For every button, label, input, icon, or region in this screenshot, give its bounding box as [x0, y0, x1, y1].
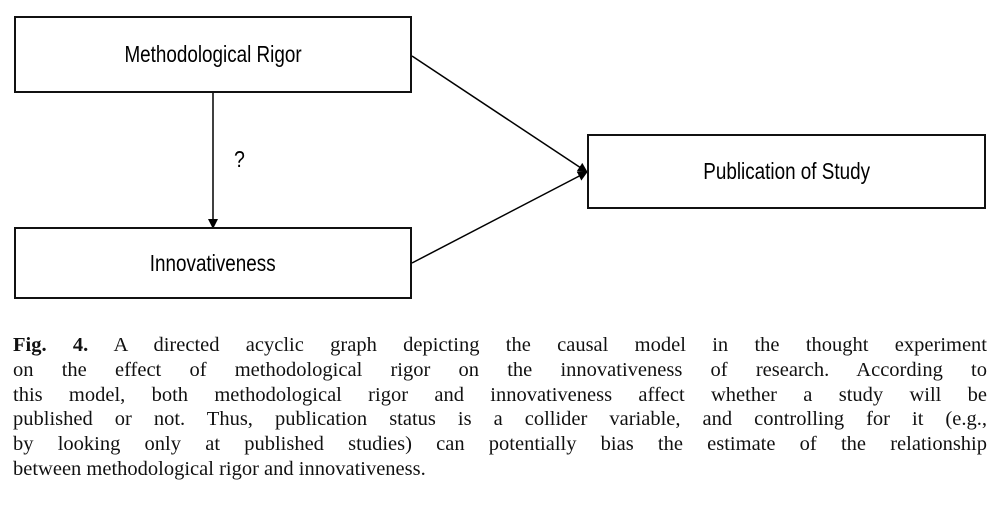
edge-label-question: ?	[233, 146, 245, 172]
figure-caption: Fig. 4. A directed acyclic graph depicti…	[13, 333, 987, 482]
edge-innovativeness-to-publication	[411, 171, 588, 264]
node-methodological-rigor: Methodological Rigor	[14, 16, 412, 93]
node-label: Methodological Rigor	[124, 41, 302, 67]
caption-line: by looking only at published studies) ca…	[13, 433, 987, 456]
node-label: Innovativeness	[150, 249, 276, 276]
edge-rigor-to-publication	[411, 55, 588, 173]
caption-line: this model, both methodological rigor an…	[13, 383, 987, 406]
caption-line: on the effect of methodological rigor on…	[13, 358, 987, 381]
caption-text: A directed acyclic graph depicting the c…	[113, 334, 987, 356]
caption-line: between methodological rigor and innovat…	[13, 457, 426, 480]
node-label: Publication of Study	[703, 158, 870, 184]
node-publication-of-study: Publication of Study	[587, 134, 986, 209]
caption-line: published or not. Thus, publication stat…	[13, 408, 987, 431]
caption-line: Fig. 4. A directed acyclic graph depicti…	[13, 333, 987, 358]
node-innovativeness: Innovativeness	[14, 227, 412, 299]
caption-label: Fig. 4.	[13, 334, 89, 356]
